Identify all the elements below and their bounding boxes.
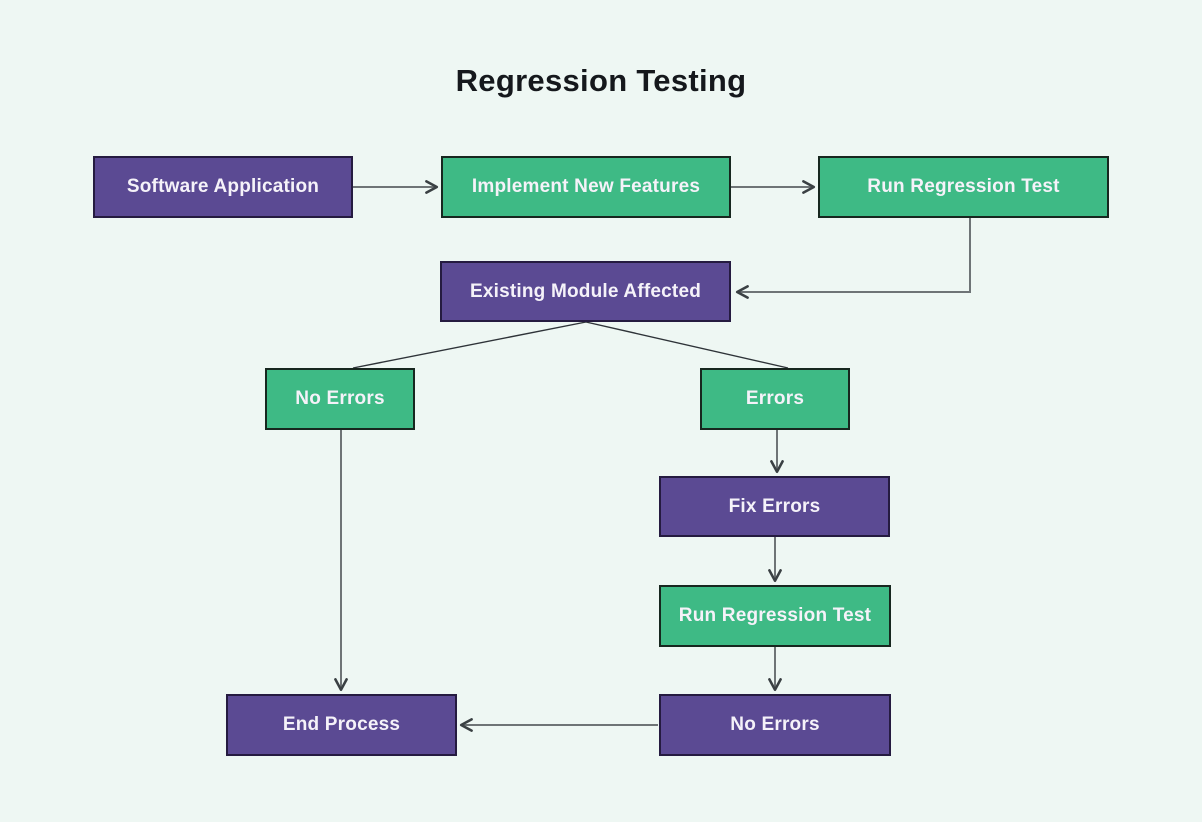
node-label: Software Application (126, 176, 320, 197)
node-label: Fix Errors (728, 495, 821, 517)
node-errors: Errors (700, 368, 850, 430)
node-label: End Process (282, 714, 401, 735)
node-label: Implement New Features (471, 176, 701, 197)
node-label: No Errors (295, 388, 385, 409)
node-run-regression-test-2: Run Regression Test (659, 585, 891, 647)
node-existing-module-affected: Existing Module Affected (440, 261, 731, 322)
node-no-errors-branch: No Errors (265, 368, 415, 430)
node-end-process: End Process (226, 694, 457, 756)
node-label: Run Regression Test (678, 605, 872, 626)
edge-run-test-to-existing-module (735, 218, 971, 299)
node-implement-new-features: Implement New Features (441, 156, 731, 218)
node-label: No Errors (730, 714, 820, 735)
node-software-application: Software Application (93, 156, 353, 218)
node-label: Existing Module Affected (469, 280, 702, 302)
node-label: Run Regression Test (867, 176, 1060, 197)
node-label: Errors (745, 388, 805, 409)
edge-existing-to-no-errors (352, 321, 587, 369)
node-fix-errors: Fix Errors (659, 476, 890, 537)
diagram-title: Regression Testing (455, 63, 747, 98)
node-run-regression-test-1: Run Regression Test (818, 156, 1109, 218)
node-no-errors-final: No Errors (659, 694, 891, 756)
edge-existing-to-errors (585, 321, 789, 369)
